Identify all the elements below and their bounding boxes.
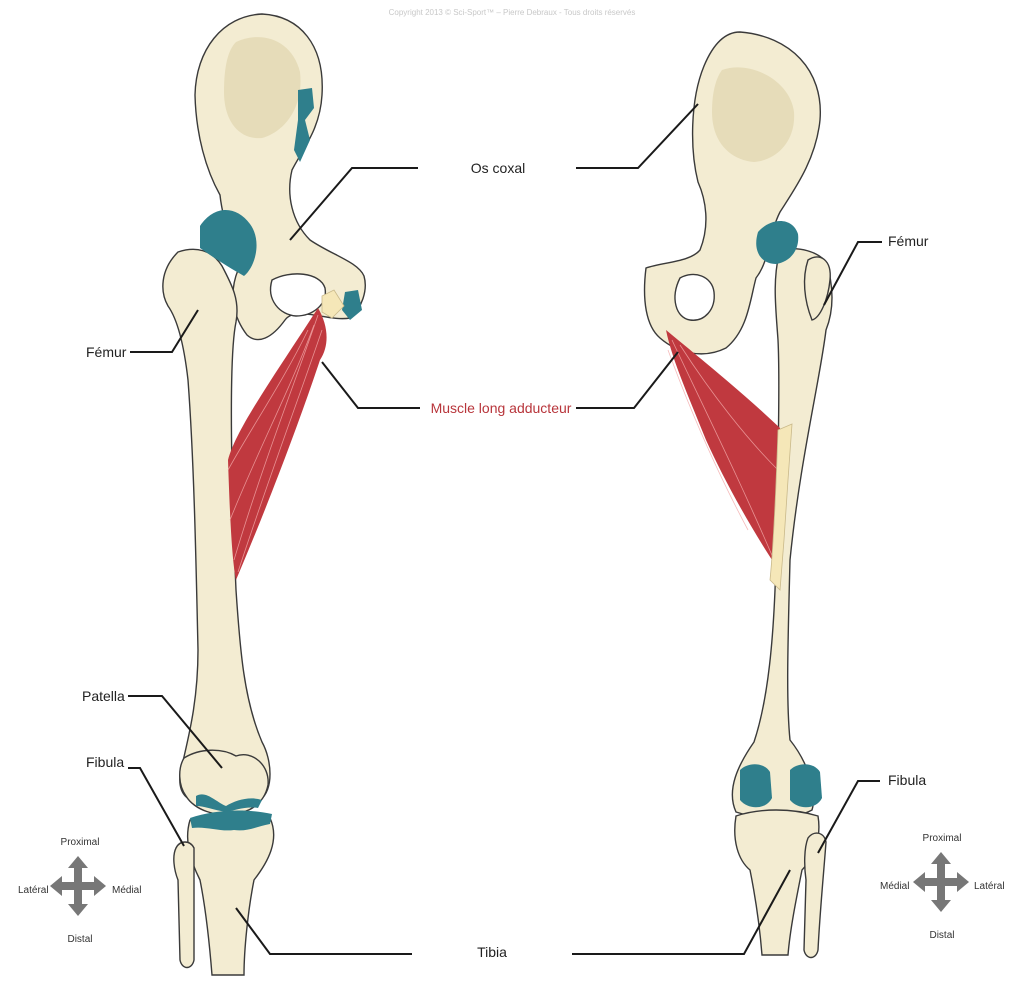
label-os-coxal: Os coxal: [471, 160, 525, 176]
label-tibia: Tibia: [477, 944, 507, 960]
anterior-view: [163, 14, 365, 975]
compass-left-top: Proximal: [61, 837, 100, 848]
compass-right-left: Médial: [880, 881, 909, 892]
compass-left-right: Médial: [112, 885, 141, 896]
compass-left-bottom: Distal: [67, 934, 92, 945]
compass-left-left: Latéral: [18, 885, 49, 896]
left-tibia: [188, 811, 274, 975]
compass-right-right: Latéral: [974, 881, 1005, 892]
right-fibula: [804, 833, 826, 957]
label-femur-right: Fémur: [888, 233, 929, 249]
compass-arrows-icon: [50, 856, 106, 916]
compass-left: Proximal Distal Latéral Médial: [18, 837, 141, 945]
label-fibula-right: Fibula: [888, 772, 926, 788]
compass-right-top: Proximal: [923, 833, 962, 844]
label-fibula-left: Fibula: [86, 754, 124, 770]
label-femur-left: Fémur: [86, 344, 127, 360]
left-fibula: [174, 842, 194, 968]
compass-right-bottom: Distal: [929, 930, 954, 941]
compass-arrows-icon: [913, 852, 969, 912]
copyright-notice: Copyright 2013 © Sci-Sport™ – Pierre Deb…: [389, 8, 636, 17]
compass-right: Proximal Distal Médial Latéral: [880, 833, 1005, 941]
posterior-view: [645, 32, 832, 958]
label-muscle-long-adducteur: Muscle long adducteur: [431, 400, 572, 416]
label-patella: Patella: [82, 688, 125, 704]
right-adductor-longus-muscle: [666, 330, 792, 590]
